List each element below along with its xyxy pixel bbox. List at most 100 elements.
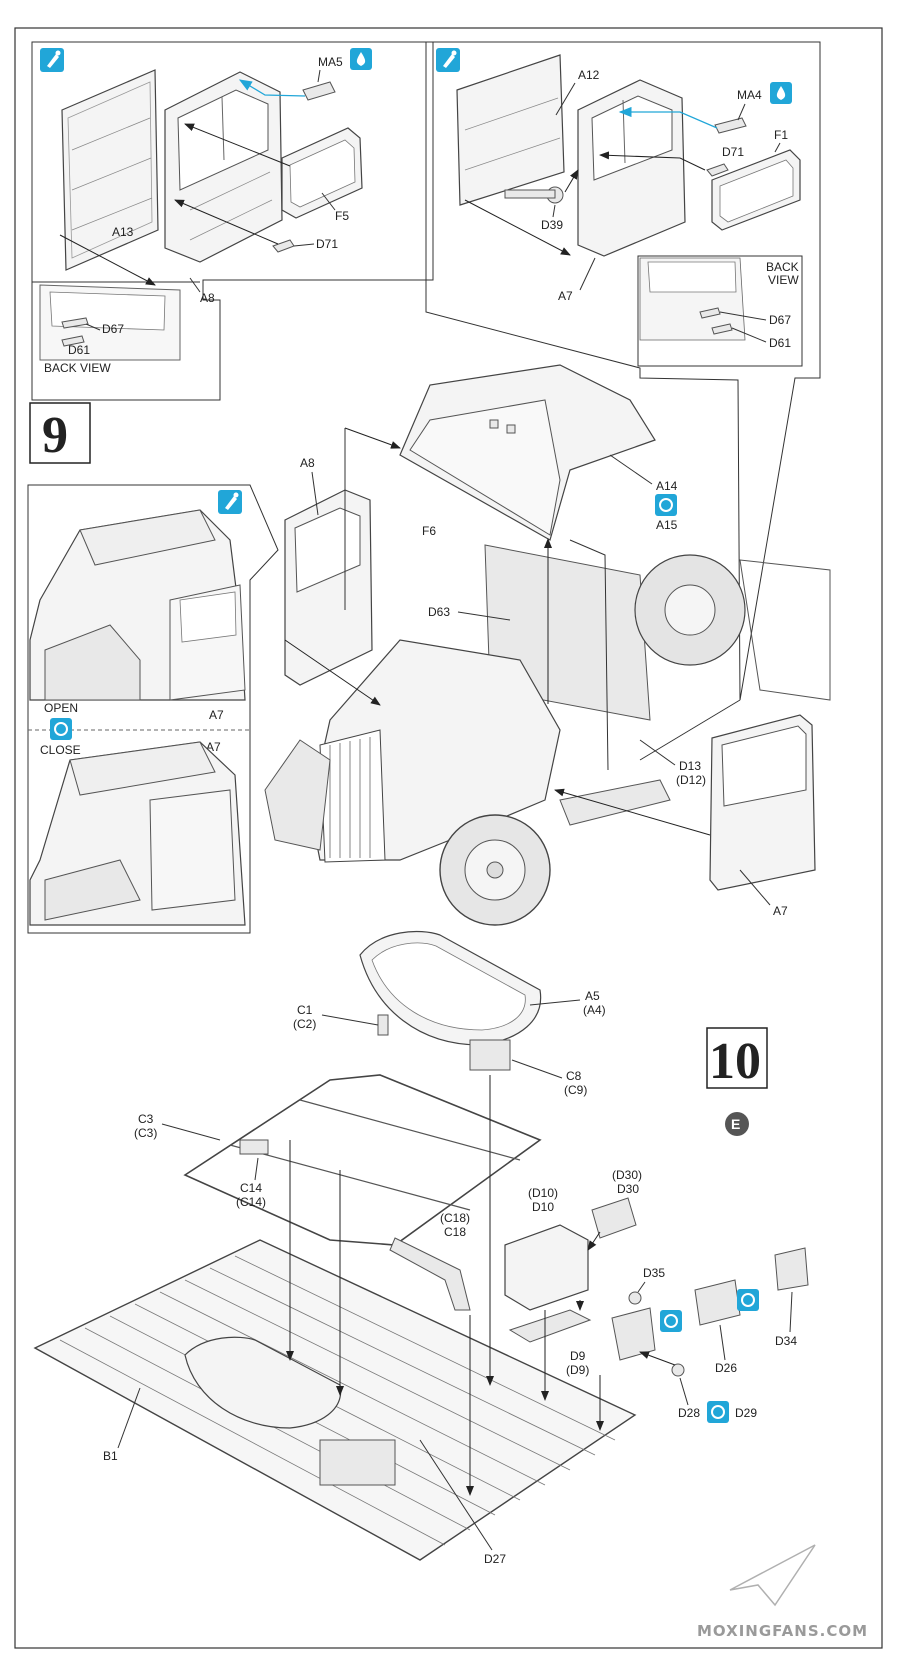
label-a15: A15	[656, 518, 678, 532]
part-c3-frame	[183, 1074, 542, 1246]
rotate-icon-d35	[660, 1310, 682, 1332]
label-c3a: C3	[138, 1112, 154, 1126]
label-d35: D35	[643, 1266, 665, 1280]
label-d30b: D30	[617, 1182, 639, 1196]
rotate-icon	[50, 718, 72, 740]
label-d29: D29	[735, 1406, 757, 1420]
rotate-icon-a14	[655, 494, 677, 516]
label-ma5: MA5	[318, 55, 343, 69]
label-c9: (C9)	[564, 1083, 587, 1097]
cement-icon	[40, 48, 64, 72]
part-d39	[504, 186, 564, 204]
back-view-caption-left: BACK VIEW	[44, 361, 111, 375]
label-d61: D61	[68, 343, 90, 357]
part-d71-right	[706, 163, 729, 177]
label-c8: C8	[566, 1069, 582, 1083]
d71-arrow	[174, 199, 279, 245]
water-slide-icon	[350, 48, 372, 70]
f5-arrow	[184, 123, 291, 167]
watermark: MOXINGFANS.COM	[697, 1544, 868, 1640]
part-d30	[591, 1197, 637, 1239]
label-c2: (C2)	[293, 1017, 316, 1031]
a13-arrow	[59, 234, 156, 286]
part-d35	[611, 1307, 656, 1361]
step-9-box: 9	[29, 402, 91, 464]
part-a13	[61, 69, 159, 271]
label-a14: A14	[656, 479, 678, 493]
part-d9	[508, 1309, 592, 1343]
part-ma5	[302, 81, 336, 101]
right-door-panel: A12 MA4 D71 F1 D39 A7 BACK VIEW D67 D61	[425, 41, 821, 701]
part-a12	[456, 54, 565, 206]
label-d67: D67	[102, 322, 124, 336]
step-9-number: 9	[42, 407, 68, 464]
label-c18a: (C18)	[440, 1211, 470, 1225]
part-c8	[469, 1039, 511, 1071]
label-d34: D34	[775, 1334, 797, 1348]
label-d9b: (D9)	[566, 1363, 589, 1377]
watermark-text: MOXINGFANS.COM	[697, 1622, 868, 1640]
chassis-assembly: C1 (C2) A5 (A4) C8 (C9) C3 (C3) C14 (C14…	[33, 930, 809, 1566]
right-back-view: BACK VIEW D67 D61	[637, 255, 803, 367]
floor-slats	[59, 1255, 616, 1546]
part-c18	[389, 1237, 471, 1311]
part-d26	[694, 1279, 741, 1326]
label-a7-main: A7	[773, 904, 788, 918]
label-a13: A13	[112, 225, 134, 239]
label-d12: (D12)	[676, 773, 706, 787]
label-a12: A12	[578, 68, 600, 82]
radiator-grille	[329, 737, 371, 858]
label-f5: F5	[335, 209, 349, 223]
part-c14	[239, 1139, 269, 1155]
label-d10b: D10	[532, 1200, 554, 1214]
label-d67-right: D67	[769, 313, 791, 327]
label-a8-main: A8	[300, 456, 315, 470]
part-d71	[272, 239, 295, 253]
label-f6: F6	[422, 524, 436, 538]
back-view-caption-right-2: VIEW	[768, 273, 799, 287]
label-c1: C1	[297, 1003, 313, 1017]
open-close-panel: OPEN A7 CLOSE A7	[27, 484, 279, 934]
part-ma4	[714, 117, 747, 134]
label-d26: D26	[715, 1361, 737, 1375]
left-door-panel: A13 MA5 F5 D71 A8 D67 D61 BACK VIEW	[31, 41, 434, 401]
label-a5: A5	[585, 989, 600, 1003]
part-d34	[774, 1247, 809, 1291]
label-d30a: (D30)	[612, 1168, 642, 1182]
part-c1	[377, 1014, 389, 1036]
label-open: OPEN	[44, 701, 78, 715]
main-cab-assembly: A8 F6 A14 A15 D63 D13 (D12) A7	[264, 364, 831, 926]
left-back-view: D67 D61 BACK VIEW	[39, 284, 181, 375]
label-d71-right: D71	[722, 145, 744, 159]
label-a7-right: A7	[558, 289, 573, 303]
label-c3b: (C3)	[134, 1126, 157, 1140]
label-ma4: MA4	[737, 88, 762, 102]
label-d71: D71	[316, 237, 338, 251]
option-e-badge: E	[725, 1112, 749, 1136]
cement-icon-right	[436, 48, 460, 72]
option-e-letter: E	[731, 1116, 740, 1132]
label-c14b: (C14)	[236, 1195, 266, 1209]
label-d28: D28	[678, 1406, 700, 1420]
label-c14a: C14	[240, 1181, 262, 1195]
label-f1: F1	[774, 128, 788, 142]
label-a4: (A4)	[583, 1003, 606, 1017]
rotate-icon-d29	[707, 1401, 729, 1423]
part-d28	[671, 1363, 685, 1377]
back-view-caption-right-1: BACK	[766, 260, 799, 274]
label-d39: D39	[541, 218, 563, 232]
ma5-arrow	[238, 79, 306, 97]
label-d9a: D9	[570, 1349, 586, 1363]
part-d10	[504, 1224, 589, 1311]
step-10-number: 10	[709, 1033, 761, 1090]
label-b1: B1	[103, 1449, 118, 1463]
label-d13: D13	[679, 759, 701, 773]
label-close: CLOSE	[40, 743, 81, 757]
rotate-icon-d34	[737, 1289, 759, 1311]
label-d63: D63	[428, 605, 450, 619]
page-border	[14, 27, 883, 1649]
label-d27: D27	[484, 1552, 506, 1566]
cement-icon-openclose	[218, 490, 242, 514]
